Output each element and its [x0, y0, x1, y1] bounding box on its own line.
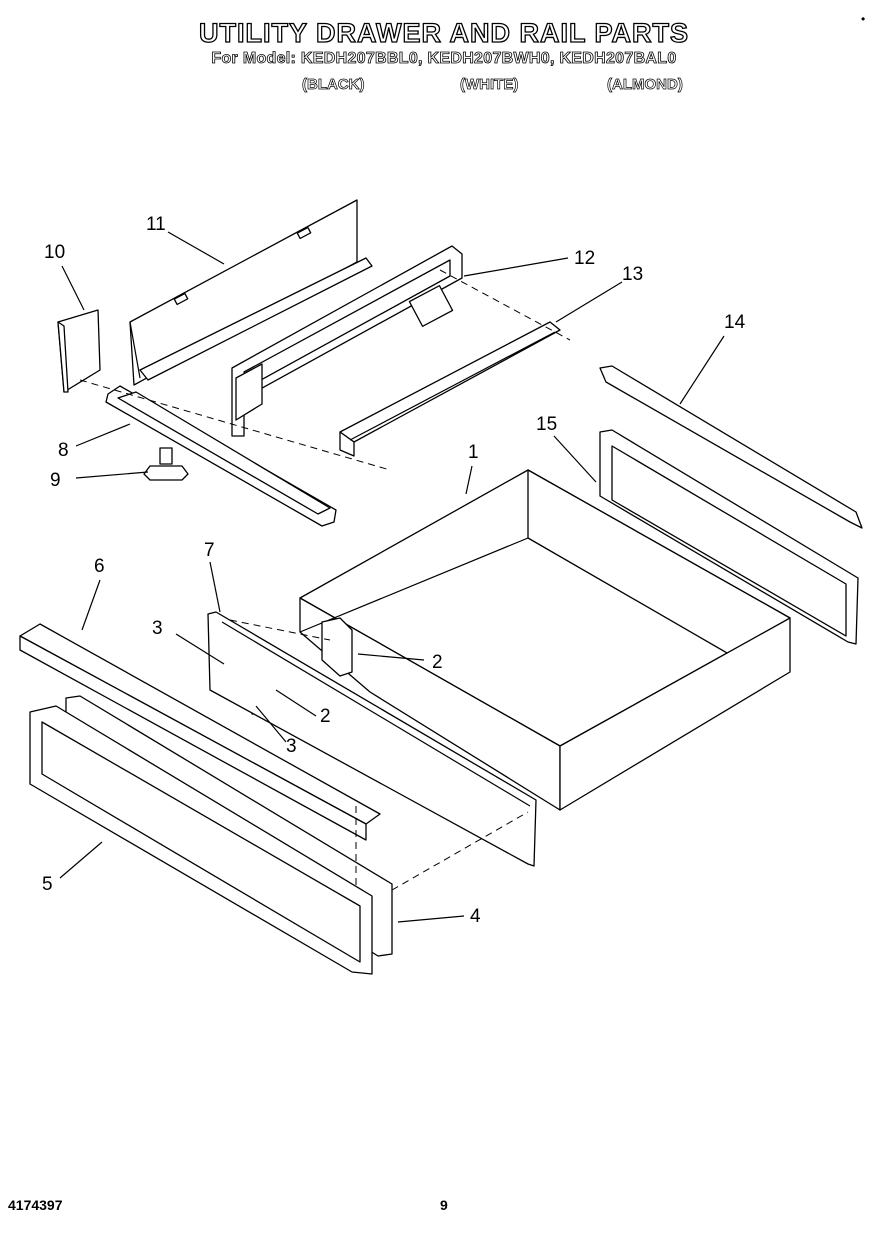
part-6-front-trim	[19, 623, 381, 841]
callout-7: 7	[204, 540, 215, 561]
part-15-drawer-back-panel	[599, 429, 859, 645]
callout-4: 4	[470, 906, 481, 927]
callout-15: 15	[536, 414, 557, 435]
callout-12: 12	[574, 248, 595, 269]
part-14-top-trim	[599, 365, 863, 529]
assembly-lines	[79, 269, 571, 891]
callout-3-lower: 3	[286, 736, 297, 757]
part-5-drawer-front-frame	[29, 705, 373, 975]
callout-10: 10	[44, 242, 65, 263]
callout-2-upper: 2	[432, 652, 443, 673]
document-number: 4174397	[8, 1197, 63, 1213]
part-9-leveling-leg	[143, 447, 189, 481]
variant-black: (BLACK)	[302, 76, 365, 94]
callout-5: 5	[42, 874, 53, 895]
callout-8: 8	[58, 440, 69, 461]
callout-labels: 1 2 2 3 3 4 5 6 7 8 9 10 11 12 13 14 15	[42, 214, 746, 927]
part-11-rear-panel	[129, 199, 373, 386]
page-title: UTILITY DRAWER AND RAIL PARTS	[198, 17, 689, 48]
callout-9: 9	[50, 470, 61, 491]
callout-3-upper: 3	[152, 618, 163, 639]
callout-13: 13	[622, 264, 643, 285]
variant-white: (WHITE)	[460, 76, 519, 94]
part-8-base-rail	[105, 385, 337, 527]
callout-14: 14	[724, 312, 746, 333]
callout-6: 6	[94, 556, 105, 577]
part-13-slide-rail	[339, 321, 561, 457]
corner-mark: •	[861, 12, 866, 26]
part-1-drawer-box	[299, 469, 791, 811]
part-10-side-bracket	[57, 309, 101, 393]
page-number: 9	[440, 1197, 448, 1213]
callout-11: 11	[146, 214, 166, 235]
callout-1: 1	[468, 442, 479, 463]
callout-leaders	[59, 231, 725, 923]
part-12-rail-bracket	[231, 245, 463, 437]
model-numbers: For Model: KEDH207BBL0, KEDH207BWH0, KED…	[211, 50, 677, 68]
callout-2-lower: 2	[320, 706, 331, 727]
variant-almond: (ALMOND)	[607, 76, 684, 94]
part-7-side-support	[207, 611, 537, 867]
